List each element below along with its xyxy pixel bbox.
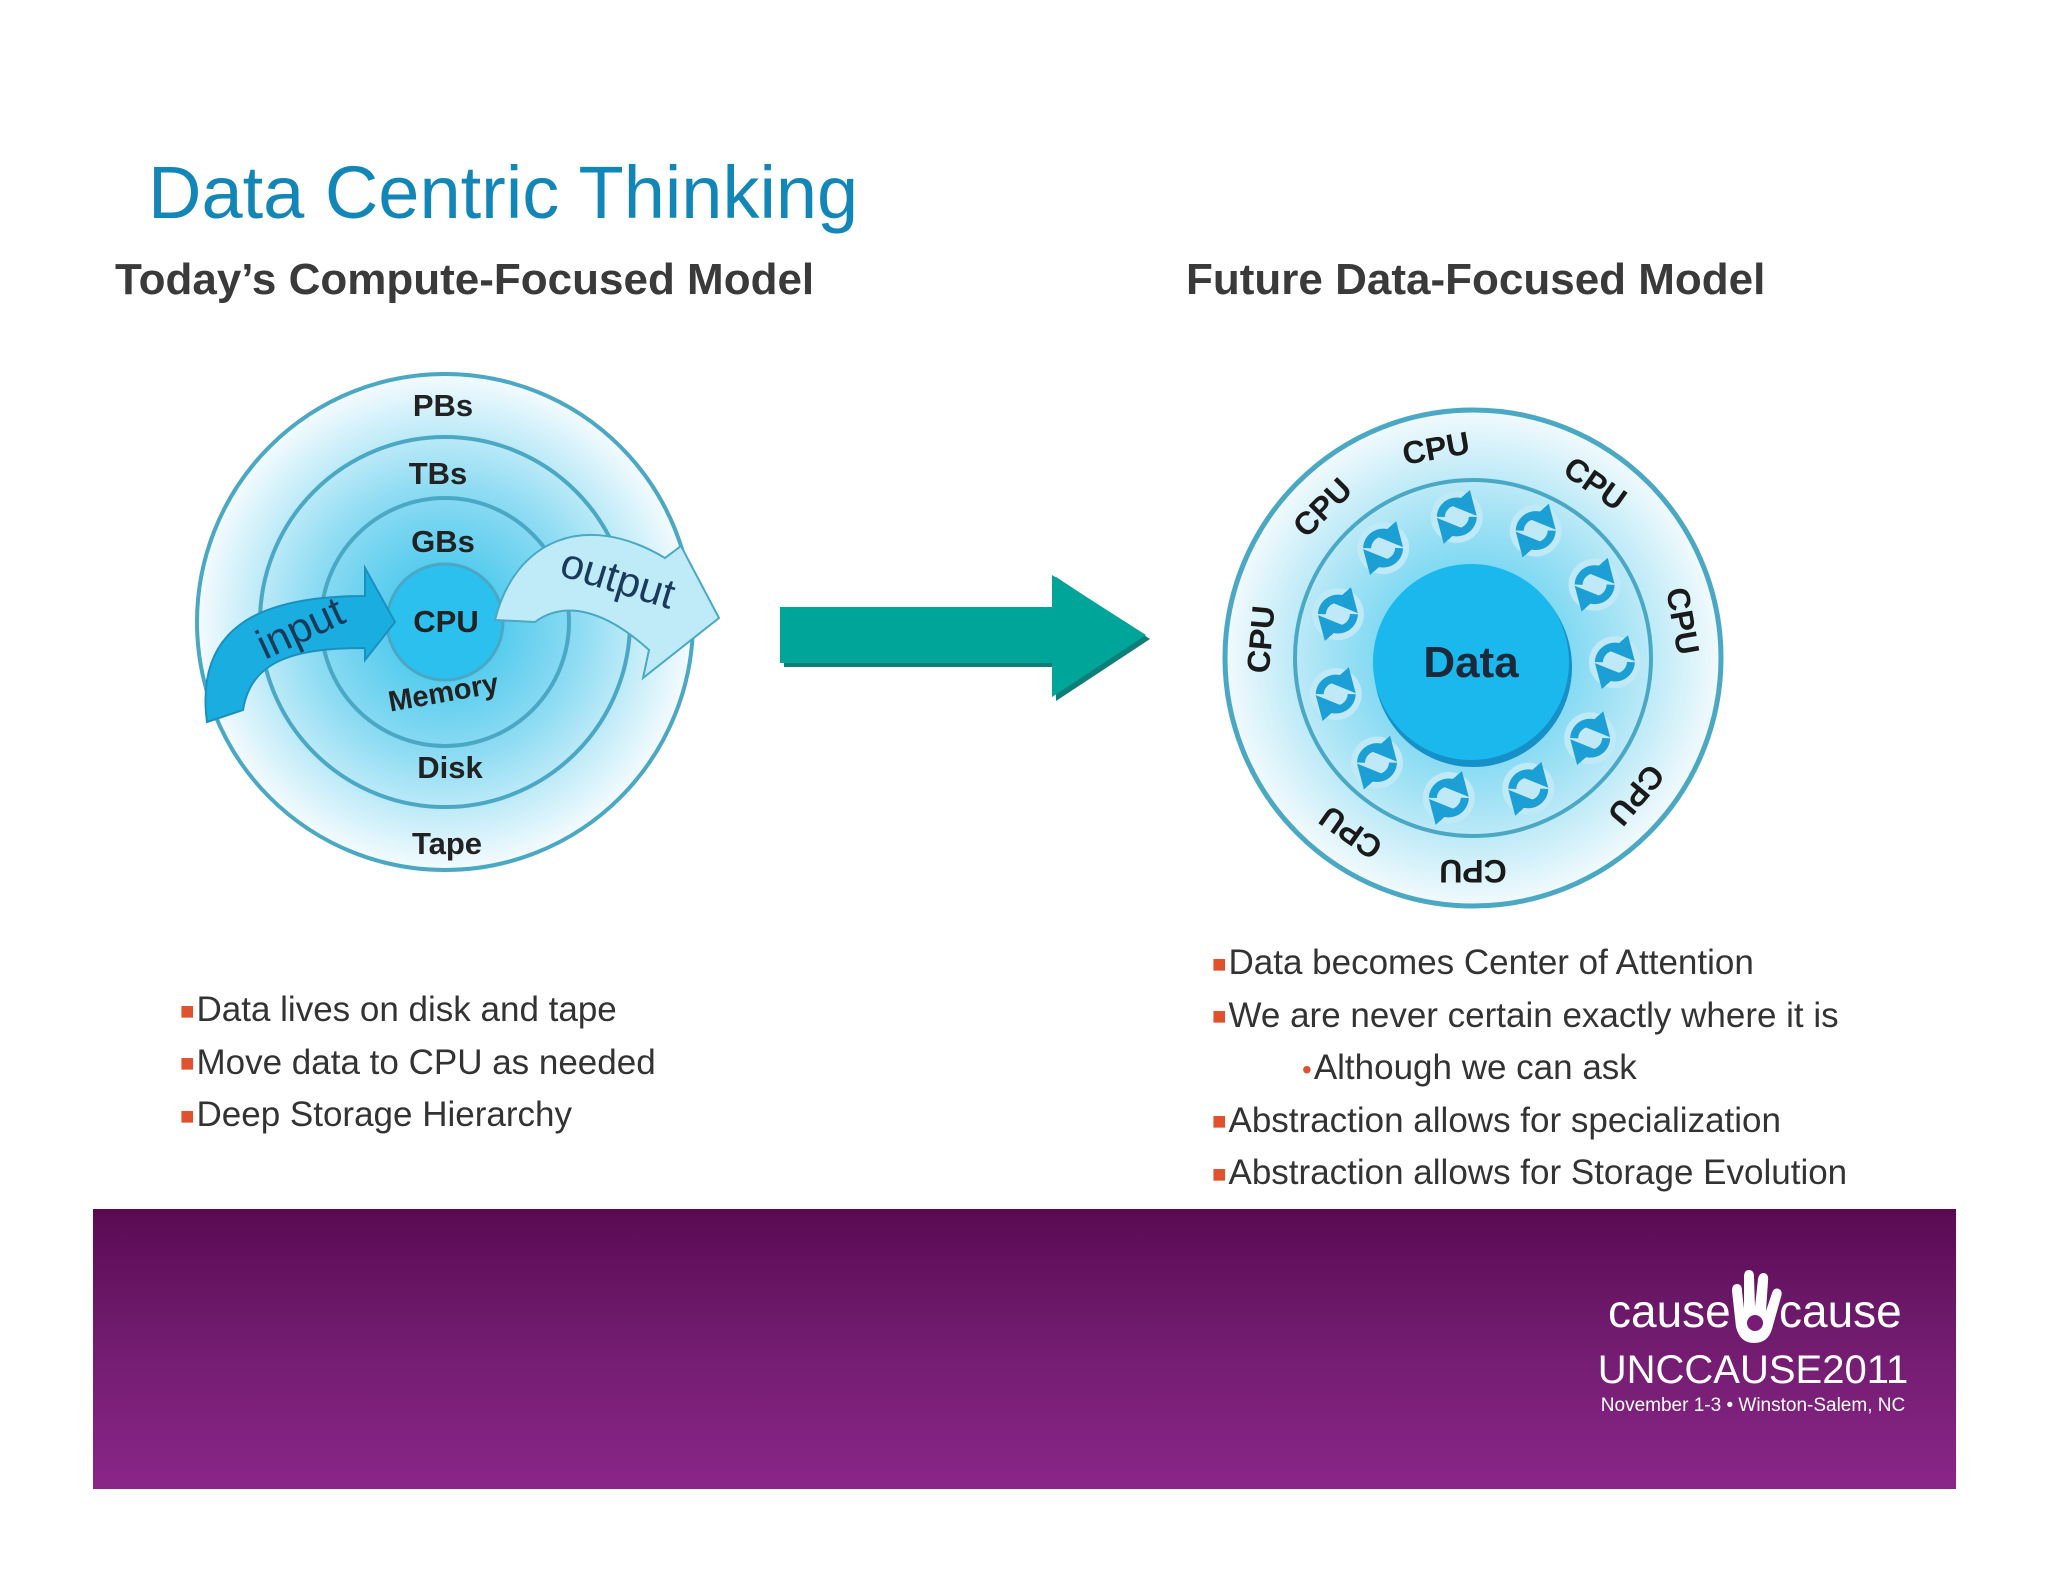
right-bullet-list: ■Data becomes Center of Attention ■We ar…	[1212, 937, 1847, 1200]
cpu-label: CPU	[1439, 853, 1507, 889]
label-cpu: CPU	[413, 604, 478, 639]
cycle-icon	[1311, 587, 1364, 642]
transition-arrow	[780, 575, 1150, 701]
bullet-marker: ■	[1212, 1003, 1227, 1030]
right-heading: Future Data-Focused Model	[1186, 255, 1766, 304]
bullet-marker: ■	[180, 1050, 195, 1077]
left-heading: Today’s Compute-Focused Model	[115, 255, 815, 304]
output-arrow	[493, 533, 721, 681]
label-pbs: PBs	[413, 388, 473, 423]
logo-word-left: cause	[1608, 1285, 1731, 1337]
left-bullet: ■Data lives on disk and tape	[180, 990, 617, 1029]
left-bullet: ■Move data to CPU as needed	[180, 1042, 656, 1082]
label-disk: Disk	[417, 750, 483, 785]
logo-event-name: UNCCAUSE2011	[1598, 1348, 1909, 1392]
left-bullet-list: ■Data lives on disk and tape ■Move data …	[180, 984, 656, 1142]
compute-model-diagram: PBs TBs GBs CPU Memory Disk Tape input o…	[195, 372, 721, 872]
data-label: Data	[1423, 638, 1519, 687]
left-bullet: ■Deep Storage Hierarchy	[180, 1095, 572, 1134]
logo-dates: November 1-3 • Winston-Salem, NC	[1601, 1395, 1905, 1416]
cycle-icons	[1309, 489, 1641, 825]
cycle-icon	[1422, 770, 1475, 825]
slide-title: Data Centric Thinking	[148, 151, 859, 234]
cycle-icon	[1509, 503, 1562, 558]
bullet-marker: •	[1302, 1053, 1312, 1085]
right-bullet: ■Data becomes Center of Attention	[1212, 943, 1754, 982]
unccause-logo: cause cause UNCCAUSE2011 November 1-3 • …	[1598, 1270, 1908, 1416]
right-bullet: ■We are never certain exactly where it i…	[1212, 995, 1839, 1035]
logo-word-right: cause	[1779, 1285, 1902, 1337]
cycle-icon	[1502, 761, 1555, 816]
right-bullet: ■Abstraction allows for specialization	[1212, 1100, 1781, 1140]
cycle-icon	[1588, 635, 1641, 690]
processing-ring	[1293, 478, 1653, 838]
cycle-icon	[1564, 711, 1617, 766]
cpu-label: CPU	[1240, 604, 1282, 674]
bullet-marker: ■	[180, 997, 195, 1025]
right-bullet: ■Abstraction allows for Storage Evolutio…	[1212, 1153, 1848, 1192]
cycle-icon	[1351, 735, 1403, 790]
bullet-marker: ■	[180, 1102, 195, 1130]
cycle-icon	[1430, 489, 1483, 544]
label-tape: Tape	[412, 826, 482, 861]
label-tbs: TBs	[409, 456, 468, 491]
footer-banner	[93, 1209, 1956, 1489]
data-core	[1373, 564, 1569, 760]
input-arrow	[204, 564, 397, 724]
bullet-marker: ■	[1212, 950, 1227, 978]
bullet-marker: ■	[1212, 1108, 1227, 1135]
label-gbs: GBs	[411, 524, 475, 559]
right-sub-bullet: •Although we can ask	[1302, 1048, 1637, 1087]
cycle-icon	[1357, 521, 1410, 576]
cycle-icon	[1568, 557, 1621, 612]
hand-icon	[1732, 1270, 1782, 1343]
bullet-marker: ■	[1212, 1160, 1227, 1188]
cycle-icon	[1309, 667, 1362, 722]
